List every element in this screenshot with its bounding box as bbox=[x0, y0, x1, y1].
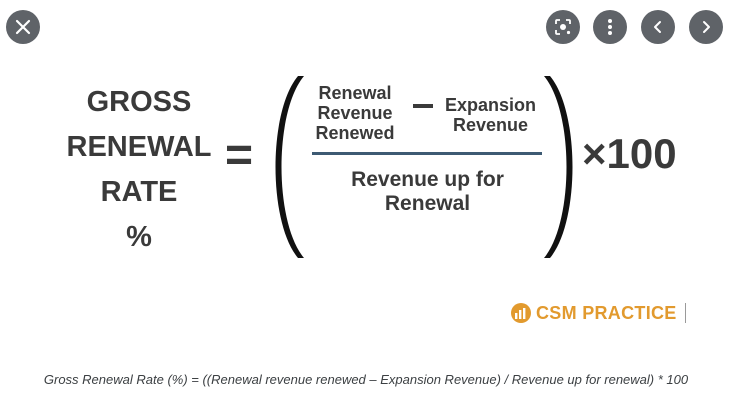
expansion-revenue-term: Expansion Revenue bbox=[438, 95, 543, 135]
lhs-line: GROSS bbox=[86, 86, 192, 118]
csm-practice-logo-icon bbox=[511, 303, 531, 323]
next-image-button[interactable] bbox=[689, 10, 723, 44]
term-line: Expansion bbox=[444, 95, 537, 115]
term-line: Revenue bbox=[452, 115, 529, 135]
term-line: Renewal bbox=[318, 83, 392, 103]
close-icon bbox=[15, 19, 31, 35]
fraction-bar bbox=[312, 152, 542, 155]
previous-image-button[interactable] bbox=[641, 10, 675, 44]
left-parenthesis bbox=[275, 76, 304, 258]
more-vert-icon bbox=[608, 19, 612, 35]
formula-lhs: GROSS RENEWAL RATE % bbox=[55, 80, 223, 260]
right-parenthesis bbox=[544, 76, 573, 258]
formula-image: GROSS RENEWAL RATE % = Renewal Revenue R… bbox=[0, 50, 732, 320]
denominator-line: Renewal bbox=[384, 192, 471, 215]
chevron-right-icon bbox=[703, 21, 710, 33]
multiplier: ×100 bbox=[582, 130, 677, 177]
minus-sign bbox=[413, 104, 433, 108]
brand-name: CSM PRACTICE bbox=[536, 302, 677, 323]
lens-icon bbox=[555, 19, 571, 35]
brand-divider bbox=[684, 303, 686, 323]
denominator-line: Revenue up for bbox=[351, 168, 504, 191]
image-caption: Gross Renewal Rate (%) = ((Renewal reven… bbox=[43, 372, 689, 387]
equals-sign: = bbox=[225, 129, 254, 182]
term-line: Renewed bbox=[315, 123, 395, 143]
renewal-revenue-renewed-term: Renewal Revenue Renewed bbox=[310, 83, 400, 143]
lens-button[interactable] bbox=[546, 10, 580, 44]
lhs-line: RENEWAL bbox=[66, 131, 212, 163]
close-button[interactable] bbox=[6, 10, 40, 44]
chevron-left-icon bbox=[654, 21, 661, 33]
more-options-button[interactable] bbox=[593, 10, 627, 44]
term-line: Revenue bbox=[317, 103, 393, 123]
lhs-line: RATE bbox=[100, 176, 178, 208]
brand-watermark: CSM PRACTICE bbox=[510, 302, 686, 324]
lhs-line: % bbox=[126, 221, 152, 253]
denominator: Revenue up for Renewal bbox=[315, 168, 540, 216]
